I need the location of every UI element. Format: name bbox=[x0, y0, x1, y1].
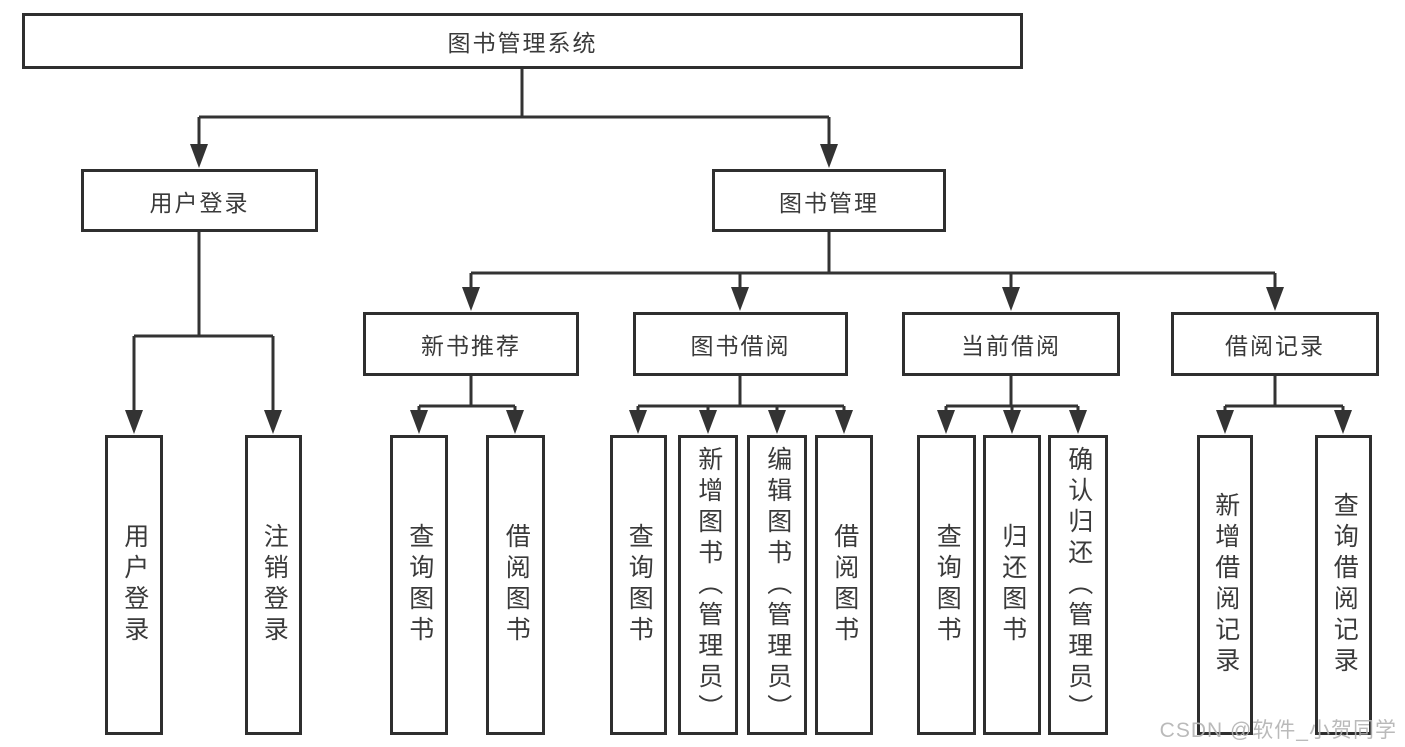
arrow-icon bbox=[937, 410, 955, 434]
leaf-borrow-books-1: 借阅图书 bbox=[486, 435, 545, 735]
node-book-management: 图书管理 bbox=[712, 169, 946, 232]
node-current-borrowing: 当前借阅 bbox=[902, 312, 1120, 376]
arrow-icon bbox=[835, 410, 853, 434]
arrow-icon bbox=[1266, 287, 1284, 311]
leaf-borrow-books-2: 借阅图书 bbox=[815, 435, 873, 735]
arrow-icon bbox=[629, 410, 647, 434]
node-borrowing-records: 借阅记录 bbox=[1171, 312, 1379, 376]
node-new-book-recommend: 新书推荐 bbox=[363, 312, 579, 376]
leaf-add-borrow-record: 新增借阅记录 bbox=[1197, 435, 1253, 735]
leaf-edit-books-admin: 编辑图书（管理员） bbox=[747, 435, 807, 735]
arrow-icon bbox=[731, 287, 749, 311]
arrow-icon bbox=[410, 410, 428, 434]
leaf-return-books: 归还图书 bbox=[983, 435, 1041, 735]
arrow-icon bbox=[1003, 410, 1021, 434]
node-library-management-system: 图书管理系统 bbox=[22, 13, 1023, 69]
leaf-query-books-3: 查询图书 bbox=[917, 435, 976, 735]
arrowheads bbox=[125, 144, 1352, 434]
leaf-query-books-2: 查询图书 bbox=[610, 435, 667, 735]
node-book-borrowing: 图书借阅 bbox=[633, 312, 848, 376]
arrow-icon bbox=[1002, 287, 1020, 311]
arrow-icon bbox=[699, 410, 717, 434]
arrow-icon bbox=[1069, 410, 1087, 434]
leaf-add-books-admin: 新增图书（管理员） bbox=[678, 435, 738, 735]
arrow-icon bbox=[768, 410, 786, 434]
arrow-icon bbox=[462, 287, 480, 311]
node-user-login: 用户登录 bbox=[81, 169, 318, 232]
leaf-user-login: 用户登录 bbox=[105, 435, 163, 735]
arrow-icon bbox=[1216, 410, 1234, 434]
arrow-icon bbox=[1334, 410, 1352, 434]
arrow-icon bbox=[190, 144, 208, 168]
arrow-icon bbox=[125, 410, 143, 434]
leaf-query-books-1: 查询图书 bbox=[390, 435, 448, 735]
arrow-icon bbox=[820, 144, 838, 168]
leaf-logout: 注销登录 bbox=[245, 435, 302, 735]
csdn-watermark: CSDN @软件_小贺同学 bbox=[1159, 719, 1397, 742]
leaf-confirm-return-admin: 确认归还（管理员） bbox=[1048, 435, 1108, 735]
arrow-icon bbox=[506, 410, 524, 434]
connector-paths bbox=[132, 69, 1345, 412]
leaf-query-borrow-record: 查询借阅记录 bbox=[1315, 435, 1372, 735]
arrow-icon bbox=[264, 410, 282, 434]
